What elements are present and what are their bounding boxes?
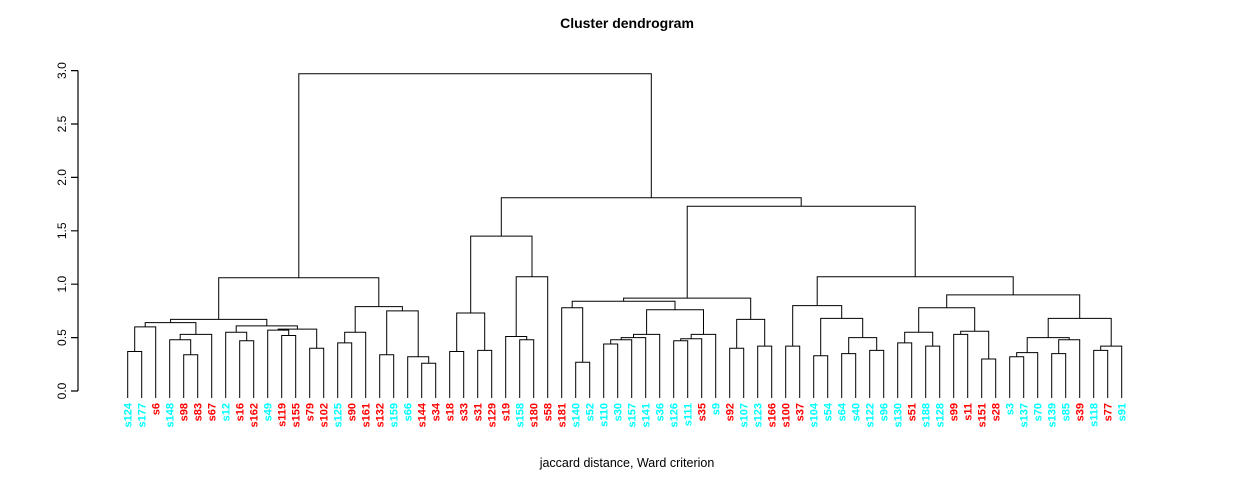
leaf-label: s162 (249, 403, 261, 427)
dendrogram-lines (127, 73, 1123, 398)
leaf-label: s177 (137, 403, 149, 427)
leaf-label: s18 (445, 403, 457, 421)
leaf-label: s85 (1061, 403, 1073, 421)
leaf-label: s139 (1047, 403, 1059, 427)
leaf-label: s34 (431, 402, 443, 421)
leaf-label: s83 (193, 403, 205, 421)
leaf-label: s37 (795, 403, 807, 421)
y-axis-line (71, 70, 79, 392)
x-axis-label: jaccard distance, Ward criterion (539, 456, 715, 470)
leaf-label: s33 (459, 403, 471, 421)
leaf-label: s58 (543, 403, 555, 421)
leaf-label: s180 (529, 403, 541, 427)
leaf-label: s30 (613, 403, 625, 421)
leaf-label: s123 (753, 403, 765, 427)
leaf-label: s19 (501, 403, 513, 421)
leaf-label: s52 (585, 403, 597, 421)
leaf-label: s16 (235, 403, 247, 421)
leaf-label: s141 (641, 403, 653, 427)
leaf-label: s9 (711, 403, 723, 415)
y-tick-label: 3.0 (55, 62, 69, 79)
chart-title: Cluster dendrogram (560, 15, 694, 31)
leaf-label: s157 (627, 403, 639, 427)
leaf-label: s158 (515, 403, 527, 427)
leaf-label: s144 (417, 402, 429, 427)
leaf-label: s100 (781, 403, 793, 427)
leaf-label: s66 (403, 403, 415, 421)
leaf-label: s124 (123, 402, 135, 427)
leaf-label: s6 (151, 403, 163, 415)
leaf-label: s54 (823, 402, 835, 421)
leaf-label: s129 (487, 403, 499, 427)
y-tick-label: 2.5 (55, 115, 69, 132)
leaf-label: s67 (207, 403, 219, 421)
leaf-label: s11 (963, 403, 975, 421)
leaf-label: s104 (809, 402, 821, 427)
leaf-label: s98 (179, 403, 191, 421)
leaf-label: s161 (361, 403, 373, 427)
leaf-label: s39 (1075, 403, 1087, 421)
leaf-label: s28 (991, 403, 1003, 421)
leaf-label: s96 (879, 403, 891, 421)
leaf-label: s130 (893, 403, 905, 427)
leaf-label: s119 (277, 403, 289, 427)
y-tick-label: 2.0 (55, 169, 69, 186)
leaf-label: s49 (263, 403, 275, 421)
leaf-label: s140 (571, 403, 583, 427)
leaf-label: s91 (1117, 403, 1129, 421)
leaf-label: s77 (1103, 403, 1115, 421)
leaf-label: s155 (291, 403, 303, 427)
y-tick-label: 1.5 (55, 222, 69, 239)
dendrogram-links (127, 73, 1123, 398)
leaf-label: s151 (977, 403, 989, 427)
leaf-label: s35 (697, 403, 709, 421)
leaf-label: s36 (655, 403, 667, 421)
y-tick-label: 0.0 (55, 382, 69, 399)
leaf-label: s118 (1089, 403, 1101, 427)
y-tick-label: 1.0 (55, 276, 69, 293)
leaf-label: s12 (221, 403, 233, 421)
leaf-label: s64 (837, 402, 849, 421)
leaf-label: s40 (851, 403, 863, 421)
leaf-label: s99 (949, 403, 961, 421)
leaf-label: s137 (1019, 403, 1031, 427)
leaf-label: s3 (1005, 403, 1017, 415)
y-tick-label: 0.5 (55, 329, 69, 346)
leaf-label: s107 (739, 403, 751, 427)
leaf-label: s128 (935, 403, 947, 427)
leaf-label: s92 (725, 403, 737, 421)
leaf-label: s79 (305, 403, 317, 421)
leaf-label: s148 (165, 403, 177, 427)
leaf-label: s90 (347, 403, 359, 421)
leaf-label: s166 (767, 403, 779, 427)
leaf-label: s70 (1033, 403, 1045, 421)
leaf-label: s51 (907, 403, 919, 421)
leaf-label: s111 (683, 403, 695, 426)
y-axis: 0.0 0.5 1.0 1.5 2.0 2.5 3.0 (55, 62, 79, 399)
leaf-label: s102 (319, 403, 331, 427)
leaf-label: s181 (557, 403, 569, 427)
leaf-label: s122 (865, 403, 877, 427)
leaf-label: s188 (921, 403, 933, 427)
leaf-label: s125 (333, 403, 345, 427)
leaf-label: s110 (599, 403, 611, 427)
leaf-label: s31 (473, 403, 485, 421)
leaf-label: s132 (375, 403, 387, 427)
leaf-label: s159 (389, 403, 401, 427)
leaf-label: s126 (669, 403, 681, 427)
